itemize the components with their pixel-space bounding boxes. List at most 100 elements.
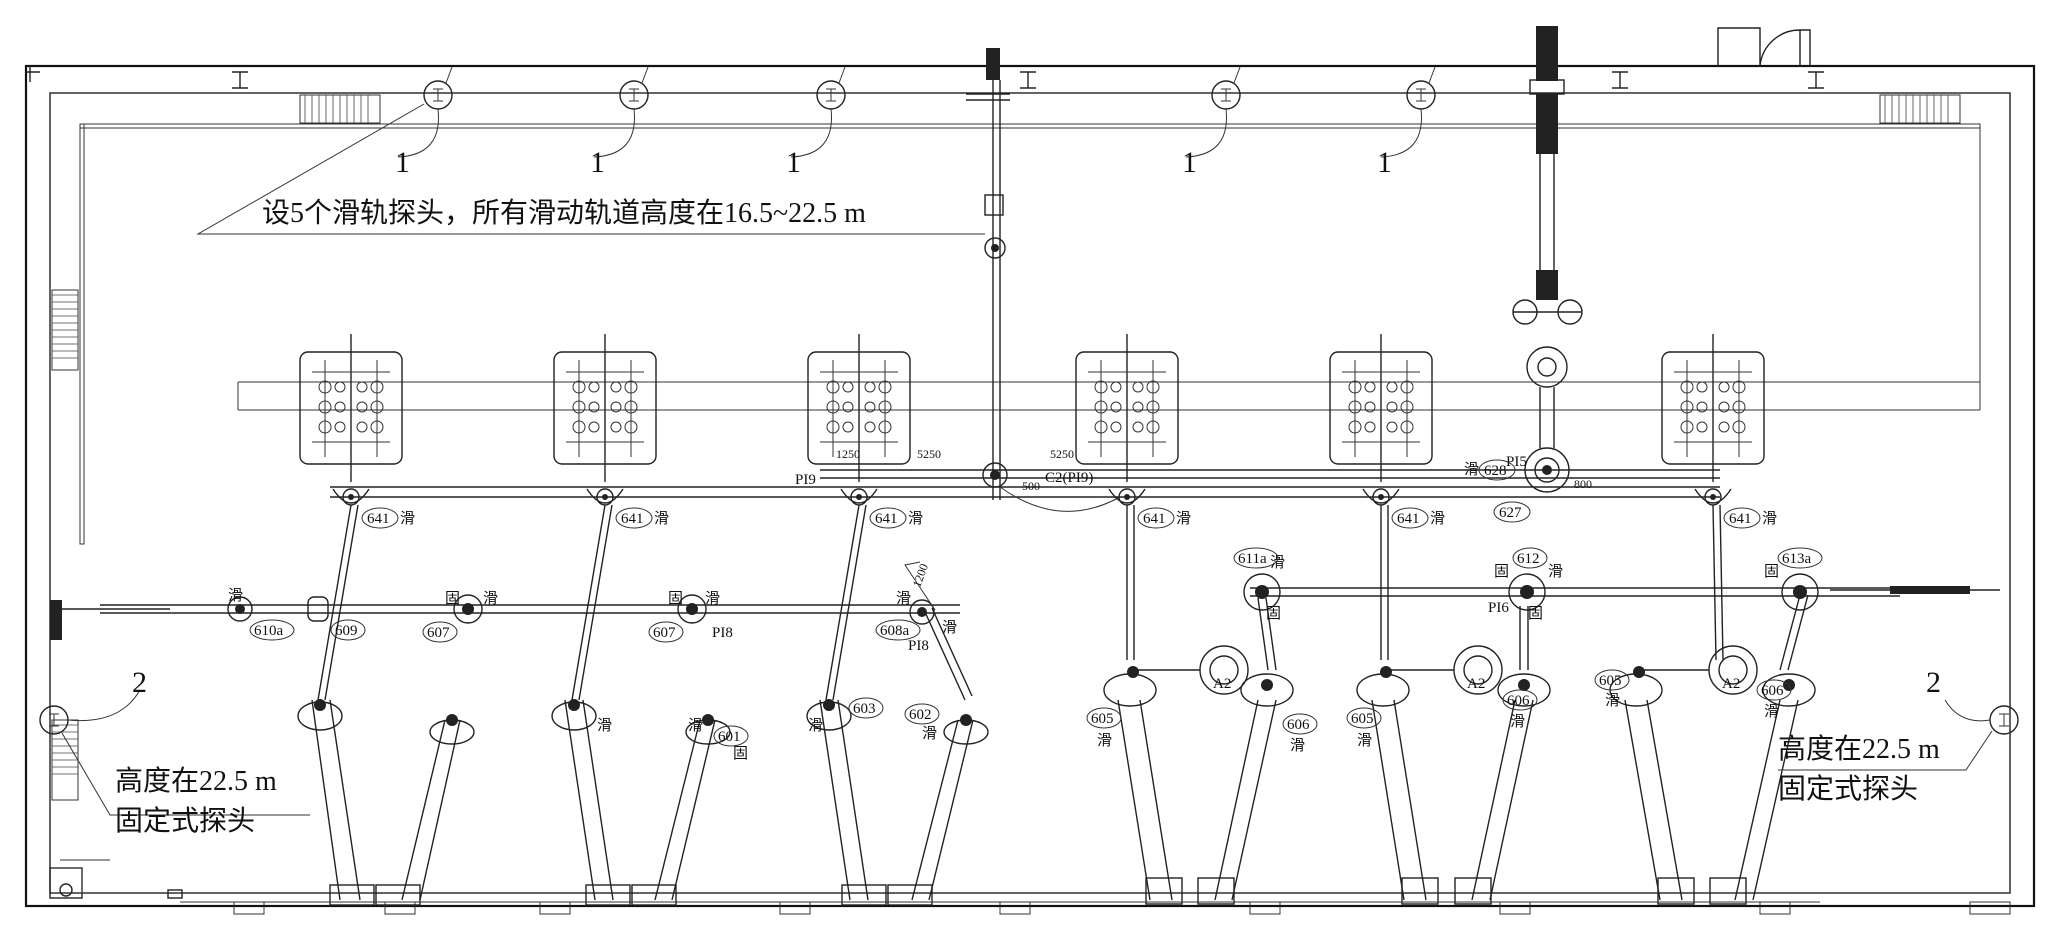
tag-605-b: 605 [1351,711,1374,727]
tag-fixed-612-b: 固 [1528,605,1543,622]
tag-slide-3: 滑 [908,510,923,527]
tag-605-c: 605 [1599,673,1622,689]
tag-slide-601: 滑 [688,717,703,734]
tag-slide-2: 滑 [654,510,669,527]
fixed-note-left-line1: 高度在22.5 m [115,765,277,797]
tag-a2-1: A2 [1213,676,1231,692]
slide-rail-probes [196,66,1436,235]
tag-slide-606c: 滑 [1764,703,1779,720]
tag-613a: 613a [1782,551,1812,567]
tag-612: 612 [1517,551,1540,567]
tag-pi6: PI6 [1488,600,1509,616]
busbar [50,462,2000,640]
tags-row2-ovals [713,669,1792,747]
tag-606-c: 606 [1761,683,1784,699]
tag-603: 603 [853,701,876,717]
tags-row1-ovals [249,547,1823,643]
tag-slide-611a: 滑 [1270,554,1285,571]
tag-a2-2: A2 [1467,676,1485,692]
probe-1-label-d: 1 [1182,146,1197,179]
tag-628-oval [1478,459,1516,481]
tag-607-b: 607 [653,625,676,641]
tag-fixed-607b: 固 [668,590,683,607]
tag-641-1: 641 [367,511,390,527]
tag-slide-5: 滑 [1430,510,1445,527]
building-outline [24,27,2036,915]
fixed-note-right-line2: 固定式探头 [1778,773,1918,805]
tag-fixed-601: 固 [733,745,748,762]
tag-610a: 610a [254,623,284,639]
probe-2-label-right: 2 [1926,666,1941,699]
tag-slide-605c: 滑 [1605,692,1620,709]
leads [317,504,1809,701]
probe-1-label-e: 1 [1377,146,1392,179]
dim-1250: 1250 [836,447,860,461]
tag-608a: 608a [880,623,910,639]
dim-5250-b: 5250 [1050,447,1074,461]
fixed-probe-left [39,689,310,816]
tag-602: 602 [909,707,932,723]
tag-slide-628: 滑 [1464,461,1479,478]
bus-switches [227,573,1819,625]
tag-606-a: 606 [1287,717,1310,733]
tag-slide-607a: 滑 [483,590,498,607]
feeder-bushing-right [1512,26,1583,493]
bushings-lower [297,645,1816,906]
probe-1-label-b: 1 [590,146,605,179]
dim-1200: 1200 [910,562,931,589]
tag-slide-6: 滑 [1762,510,1777,527]
feeder-bushing-center [966,48,1010,500]
tag-641-3: 641 [875,511,898,527]
tag-641-5: 641 [1397,511,1420,527]
tag-slide-610a: 滑 [228,587,243,604]
tag-641-4: 641 [1143,511,1166,527]
tag-pi8-a: PI8 [712,625,733,641]
tag-slide-612: 滑 [1548,563,1563,580]
tag-601: 601 [718,729,741,745]
dim-5250-a: 5250 [917,447,941,461]
tag-slide-607: 滑 [597,717,612,734]
tag-605-a: 605 [1091,711,1114,727]
tag-slide-608a: 滑 [896,590,911,607]
corner-equipment [49,859,1820,903]
tag-slide-4: 滑 [1176,510,1191,527]
tag-641-2: 641 [621,511,644,527]
tag-slide-606b: 滑 [1510,713,1525,730]
tag-fixed-611a: 固 [1266,605,1281,622]
dim-1200-group: 1200 [910,562,931,589]
fixed-probe-right [1778,699,2019,771]
tag-slide-1: 滑 [400,510,415,527]
tags-641 [361,507,1761,529]
tag-pi9: PI9 [795,472,816,488]
tag-pi5: PI5 [1506,454,1527,470]
tag-slide-608a-b: 滑 [942,619,957,636]
tag-slide-602: 滑 [922,725,937,742]
tag-627: 627 [1499,505,1522,521]
tag-c2pi9: C2(PI9) [1045,470,1093,486]
tag-pi8-b: PI8 [908,638,929,654]
tag-slide-603: 滑 [808,717,823,734]
tag-slide-607b: 滑 [705,590,720,607]
tag-fixed-612: 固 [1494,563,1509,580]
tag-611a: 611a [1238,551,1267,567]
tag-628: 628 [1484,463,1507,479]
tag-slide-606a: 滑 [1290,737,1305,754]
slide-rail-note: 设5个滑轨探头，所有滑动轨道高度在16.5~22.5 m [262,197,866,229]
probe-2-label-left: 2 [132,666,147,699]
tag-fixed-613a: 固 [1764,563,1779,580]
tag-a2-3: A2 [1722,676,1740,692]
tag-slide-605a: 滑 [1097,732,1112,749]
fixed-note-right-line1: 高度在22.5 m [1778,733,1940,765]
fixed-note-left-line2: 固定式探头 [115,805,255,837]
tag-fixed-607a: 固 [445,590,460,607]
dim-500: 500 [1022,479,1040,493]
tag-627-oval [1493,501,1531,523]
probe-1-label-a: 1 [395,146,410,179]
tag-slide-605b: 滑 [1357,732,1372,749]
dim-800: 800 [1574,477,1592,491]
tag-609: 609 [335,623,358,639]
probe-1-label-c: 1 [786,146,801,179]
tag-641-6: 641 [1729,511,1752,527]
gis-bays [299,334,1765,482]
